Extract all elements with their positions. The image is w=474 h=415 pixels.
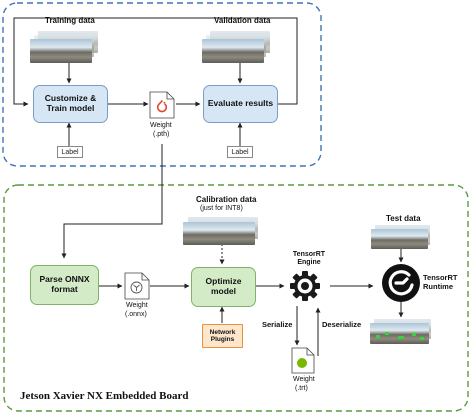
seg-mark — [398, 336, 404, 339]
seg-mark — [376, 335, 380, 338]
serialize-label: Serialize — [262, 320, 293, 329]
parse-onnx-box: Parse ONNX format — [30, 265, 99, 305]
onnx-weight-label: Weight — [126, 302, 148, 309]
training-image-front — [30, 39, 92, 63]
pth-to-parse-arrow — [61, 144, 163, 259]
runtime-label: TensorRT Runtime — [423, 273, 458, 292]
onnx-weight-ext: (.onnx) — [125, 311, 147, 318]
tensorrt-runtime-icon — [382, 264, 420, 302]
gear-icon — [290, 271, 320, 301]
document-icon — [124, 272, 150, 300]
seg-mark — [385, 332, 389, 335]
validation-data-title: Validation data — [214, 16, 271, 25]
pytorch-icon — [156, 100, 168, 113]
test-data-title: Test data — [386, 214, 421, 223]
seg-mark — [420, 337, 424, 340]
network-plugins-box: Network Plugins — [202, 324, 243, 348]
calibration-image-front — [183, 222, 255, 245]
train-model-box: Customize & Train model — [33, 85, 108, 123]
training-data-title: Training data — [45, 16, 95, 25]
onnx-icon — [130, 281, 143, 294]
evaluate-results-box: Evaluate results — [203, 85, 278, 123]
board-region-frame — [3, 184, 469, 412]
calibration-subtitle: (just for INT8) — [200, 205, 243, 212]
validation-label-tag: Label — [227, 146, 253, 158]
board-title: Jetson Xavier NX Embedded Board — [20, 390, 189, 402]
document-icon — [149, 91, 175, 119]
validation-image-front — [202, 39, 264, 63]
deserialize-label: Deserialize — [322, 320, 362, 329]
trt-weight-ext: (.trt) — [295, 385, 308, 392]
onnx-weight-document — [124, 272, 150, 300]
test-image-front — [371, 229, 428, 249]
seg-mark — [412, 333, 416, 336]
trt-weight-label: Weight — [293, 376, 315, 383]
output-image-front — [370, 323, 429, 344]
weight-pth-document — [149, 91, 175, 119]
trt-weight-document — [291, 347, 315, 374]
weight-pth-ext: (.pth) — [153, 131, 170, 138]
document-icon — [291, 347, 315, 374]
optimize-model-box: Optimize model — [191, 267, 256, 307]
calibration-title: Calibration data — [196, 195, 257, 204]
feedback-loop-arrow — [13, 17, 298, 107]
training-label-tag: Label — [57, 146, 83, 158]
engine-label: TensorRT Engine — [292, 251, 326, 267]
weight-pth-label: Weight — [150, 122, 172, 129]
